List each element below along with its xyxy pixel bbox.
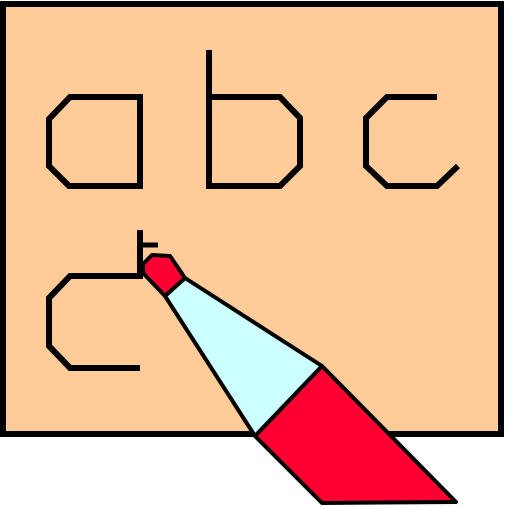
marker-tip (141, 253, 187, 298)
marker-pen-icon (141, 253, 458, 505)
letter-a-glyph (46, 94, 143, 189)
letter-d-glyph (46, 230, 143, 371)
letter-c-glyph (363, 94, 461, 189)
letter-b-glyph (206, 50, 303, 189)
